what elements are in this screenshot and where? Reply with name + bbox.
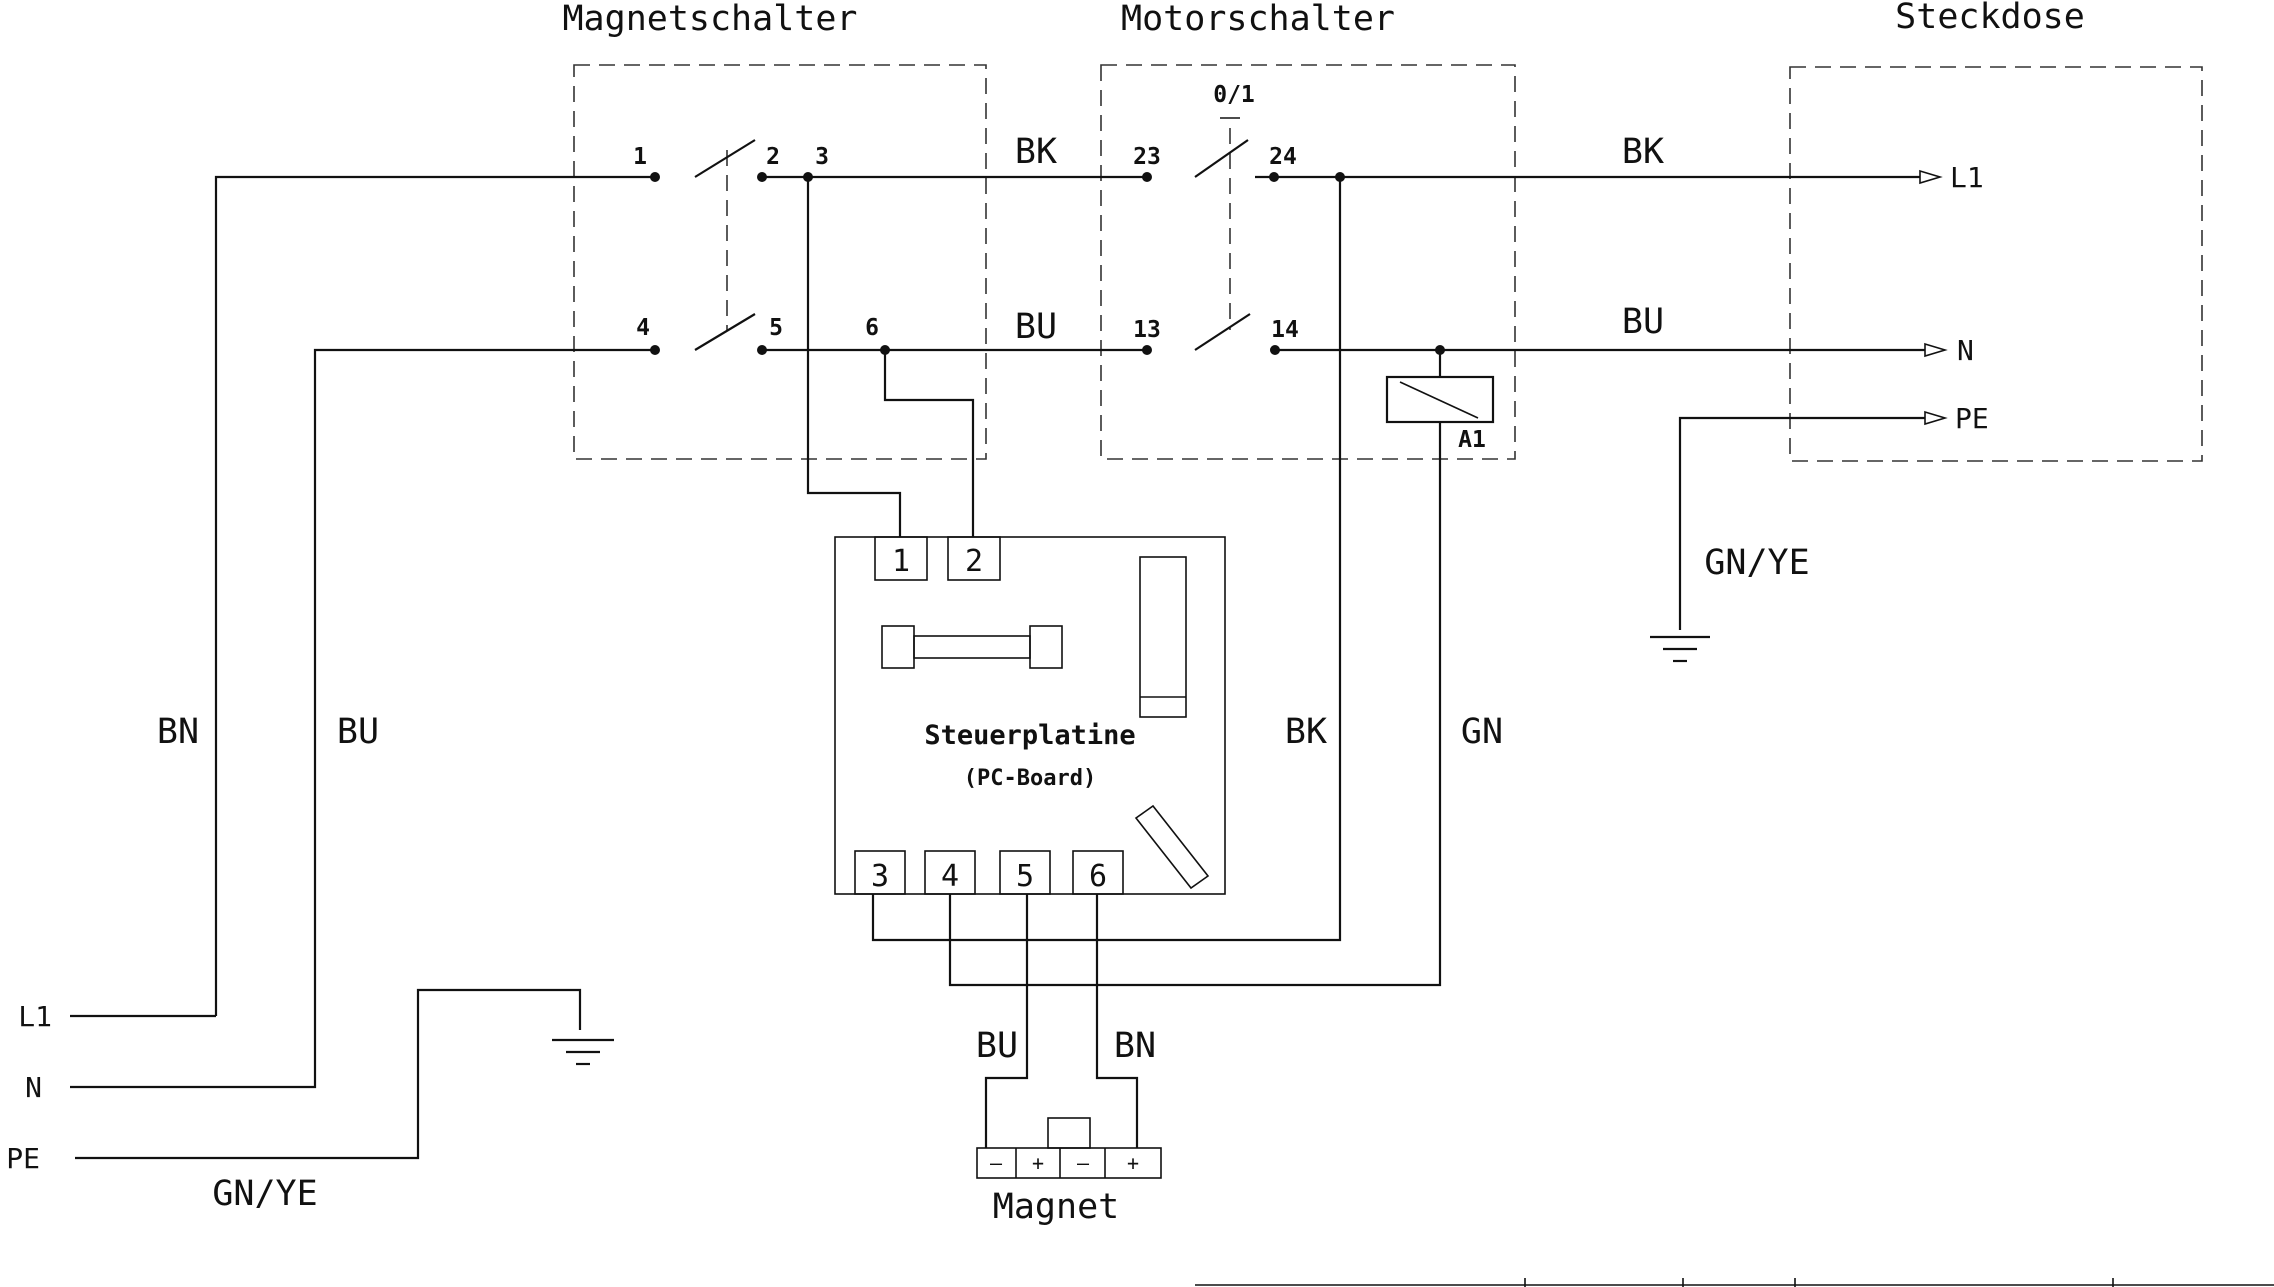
pin-13: 13 [1133,317,1161,343]
board-subtitle: (PC-Board) [964,766,1096,791]
wire-label-bk-vertical: BK [1285,712,1327,752]
wire-label-bu-right: BU [1622,302,1664,342]
board-title: Steuerplatine [924,720,1135,751]
svg-text:1: 1 [892,544,910,579]
line-mid-bu [70,313,1948,1089]
wire-label-gnye-left: GN/YE [212,1174,317,1214]
board-connector-1: 1 [874,536,928,581]
board-connector-5: 5 [999,850,1051,895]
ground-symbol-right [1650,635,1710,663]
magnet-label: Magnet [993,1187,1119,1227]
line-top-bk [214,139,1943,1016]
terminal-out-n: N [1957,334,1974,367]
wire-label-bk-top-mid: BK [1015,132,1057,172]
pin-23: 23 [1133,144,1161,170]
wire-label-gnye-right: GN/YE [1704,543,1809,583]
pin-2: 2 [766,144,780,170]
pin-3: 3 [815,144,829,170]
wire-label-bu-left: BU [337,712,379,752]
wire-board5-to-magnet [984,894,1029,1148]
board-resistor [1134,804,1210,890]
steckdose-enclosure [1789,66,2203,462]
wire-board6-to-magnet [1095,894,1139,1148]
board-connector-6: 6 [1072,850,1124,895]
wire-label-bk-top-right: BK [1622,132,1664,172]
board-relay-component [1139,556,1187,718]
board-connector-2: 2 [947,536,1001,581]
switch-0-1-label: 0/1 [1213,82,1255,108]
magnetschalter-title: Magnetschalter [562,0,857,39]
wire-label-bu-mid: BU [1015,307,1057,347]
pin-4: 4 [636,315,650,341]
board-connector-4: 4 [924,850,976,895]
svg-text:+: + [1032,1151,1044,1175]
terminal-in-pe: PE [6,1142,40,1175]
wire-label-gn-vertical: GN [1461,712,1503,752]
terminal-in-n: N [25,1071,42,1104]
svg-text:6: 6 [1089,859,1107,894]
board-fuse [881,625,1063,669]
control-board [834,536,1226,895]
pin-a1: A1 [1458,427,1486,453]
magnet-connector: – + – + [976,1117,1162,1179]
pin-14: 14 [1271,317,1299,343]
pin-6: 6 [865,315,879,341]
terminal-out-l1: L1 [1950,161,1984,194]
wire-label-bn-magnet: BN [1114,1026,1156,1066]
steckdose-title: Steckdose [1895,0,2085,37]
svg-text:3: 3 [871,859,889,894]
ground-symbol-left [552,1038,614,1066]
wire-pin3-to-board1 [806,177,902,537]
pin-5: 5 [769,315,783,341]
line-in-pe [75,988,582,1160]
svg-text:–: – [1077,1151,1090,1175]
terminal-out-pe: PE [1955,402,1989,435]
relay-coil-a1 [1385,350,1495,424]
svg-text:–: – [990,1151,1003,1175]
terminal-in-l1: L1 [18,1000,52,1033]
wire-gn-to-board4 [948,422,1442,987]
magnetschalter-enclosure [573,64,987,460]
line-out-pe [1678,416,1925,630]
motorschalter-title: Motorschalter [1121,0,1395,39]
motorschalter-enclosure [1100,64,1516,460]
svg-text:+: + [1127,1151,1139,1175]
board-connector-3: 3 [854,850,906,895]
svg-text:4: 4 [941,859,959,894]
wire-label-bu-magnet: BU [976,1026,1018,1066]
svg-text:5: 5 [1016,859,1034,894]
pin-24: 24 [1269,144,1297,170]
svg-text:2: 2 [965,544,983,579]
wire-label-bn-left: BN [157,712,199,752]
title-block-edge [1195,1278,2274,1287]
pin-1: 1 [633,144,647,170]
wire-pin6-to-board2 [883,350,975,537]
wire-bk-to-board3 [871,177,1342,942]
